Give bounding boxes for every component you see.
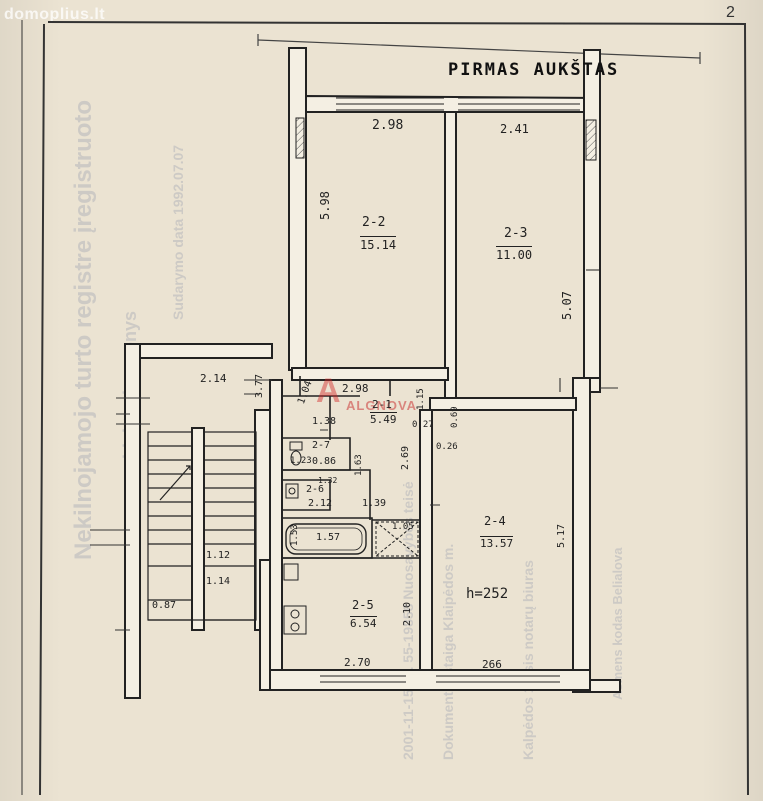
dim-0-26: 0.26 [436, 442, 458, 452]
dim-0-87: 0.87 [152, 600, 177, 611]
dim-3-77: 3.77 [254, 373, 265, 398]
dim-5-07: 5.07 [560, 291, 574, 320]
room-2-1-area: 5.49 [370, 412, 397, 426]
dim-0-69: 0.69 [450, 406, 460, 428]
dim-1-23: 1.23 [290, 456, 312, 466]
dim-5-17: 5.17 [556, 523, 567, 548]
room-2-2-area: 15.14 [360, 236, 397, 252]
room-2-2-id: 2-2 [362, 215, 386, 230]
partitions [281, 376, 420, 559]
room-2-6-id: 2-6 [306, 484, 325, 495]
ceiling-height: h=252 [466, 586, 509, 602]
room-2-7-area: 0.86 [312, 456, 337, 467]
dim-2-41: 2.41 [500, 122, 529, 136]
sink [285, 483, 299, 499]
dim-1-57: 1.57 [316, 532, 341, 543]
dim-2-98-mid: 2.98 [342, 382, 369, 395]
bathtub [285, 523, 367, 555]
dim-1-53: 1.53 [290, 524, 300, 546]
room-2-4-id: 2-4 [484, 514, 506, 528]
dim-2-98-top: 2.98 [372, 118, 404, 133]
dim-1-38: 1.38 [312, 416, 337, 427]
dim-1-12: 1.12 [206, 550, 231, 561]
dim-1-14: 1.14 [206, 576, 231, 587]
floor-title: PIRMAS AUKŠTAS [448, 60, 620, 80]
kitchen-appliances [283, 563, 307, 635]
dim-2-14: 2.14 [200, 372, 227, 385]
dim-2-10: 2.10 [402, 601, 413, 626]
dim-1-05: 1.05 [392, 522, 414, 532]
toilet [289, 441, 303, 466]
dim-0-27: 0.27 [412, 420, 434, 430]
agency-logo-text: ALGNOVA [346, 398, 418, 413]
top-dimension-line [257, 34, 701, 64]
dim-5-98: 5.98 [318, 191, 332, 220]
dimension-ticks [90, 379, 618, 631]
room-2-7-id: 2-7 [312, 440, 331, 451]
page-number: 2 [726, 4, 735, 21]
room-2-3-area: 11.00 [496, 246, 533, 262]
room-2-6-area: 2.12 [308, 498, 333, 509]
dim-1-63: 1.63 [354, 454, 364, 476]
dim-1-39: 1.39 [362, 498, 387, 509]
dim-1-15: 1.15 [416, 388, 426, 410]
staircase [147, 431, 257, 621]
dim-2-69: 2.69 [400, 445, 411, 470]
room-2-5-area: 6.54 [350, 616, 377, 630]
room-2-3-id: 2-3 [504, 226, 528, 241]
windows [320, 97, 601, 683]
agency-logo-watermark: A [316, 372, 341, 410]
dim-2-70: 2.70 [344, 656, 371, 669]
room-2-1-id: 2-1 [372, 398, 392, 411]
page-frame [21, 20, 749, 796]
room-2-4-area: 13.57 [480, 536, 514, 550]
dim-266: 266 [482, 658, 502, 671]
walls [124, 47, 621, 699]
dim-1-32: 1.32 [318, 476, 338, 485]
room-2-5-id: 2-5 [352, 598, 374, 612]
site-watermark: domoplius.lt [4, 6, 106, 23]
vent-shaft [375, 521, 419, 557]
